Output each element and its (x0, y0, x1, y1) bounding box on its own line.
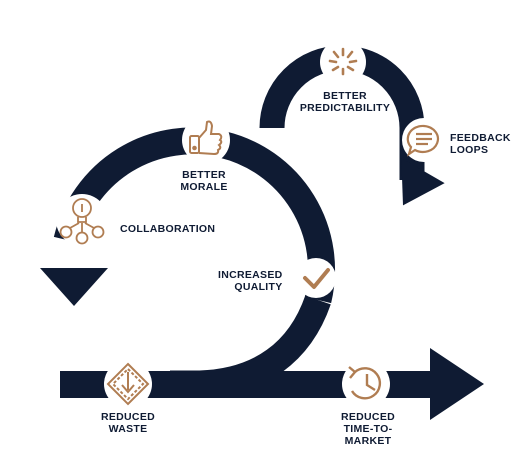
small-loop-arrowhead (401, 158, 445, 206)
lightbulb-people-icon (59, 198, 105, 245)
collaboration-node (56, 194, 108, 246)
label-collaboration: COLLABORATION (120, 223, 216, 235)
label-better-predictability: BETTER PREDICTABILITY (299, 90, 391, 114)
label-reduced-waste: REDUCED WASTE (100, 411, 156, 435)
label-reduced-time-to-market: REDUCED TIME-TO- MARKET (340, 411, 396, 447)
label-better-morale: BETTER MORALE (180, 169, 228, 193)
clock-icon (348, 366, 382, 400)
sunburst-icon (328, 47, 358, 76)
predictability-node (320, 39, 366, 85)
speech-bubble-icon (406, 124, 440, 157)
label-increased-quality: INCREASED QUALITY (218, 269, 283, 293)
label-feedback-loops: FEEDBACK LOOPS (450, 132, 511, 156)
bottom-arrow-head (430, 348, 484, 420)
large-loop-arrowhead (40, 268, 108, 306)
diamond-arrow-icon (106, 362, 150, 406)
checkmark-icon (303, 268, 330, 289)
thumbs-up-icon (189, 120, 223, 156)
quality-node (296, 258, 336, 298)
